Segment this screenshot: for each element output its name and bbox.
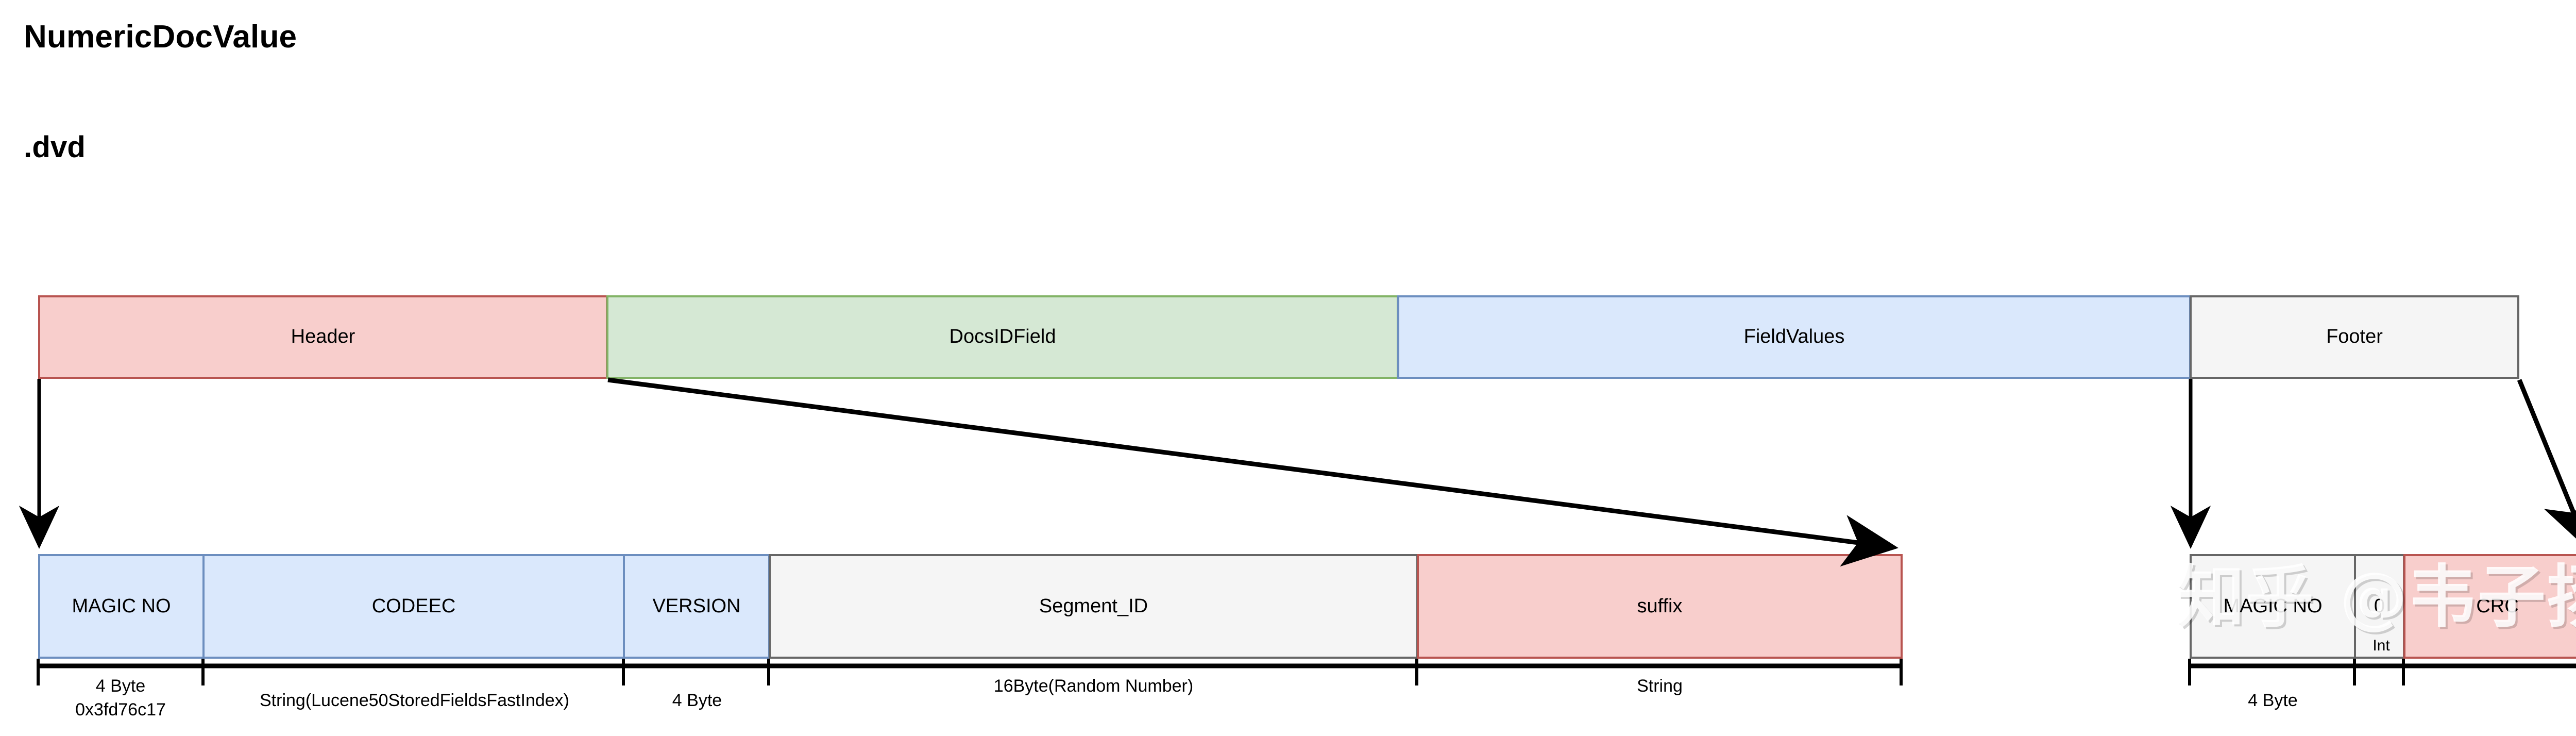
header-cell-suffix[interactable]: suffix [1417,554,1903,659]
caption-magic-no-value: 0x3fd76c17 [75,700,166,720]
page-subtitle: .dvd [24,130,86,164]
watermark-text: 知乎 @韦子扬 [2177,558,2576,637]
segment-header[interactable]: Header [38,295,608,379]
header-cell-magic-no[interactable]: MAGIC NO [38,554,205,659]
page-title: NumericDocValue [24,19,297,55]
footer-dimension-rule [2188,659,2576,685]
segment-fieldvalues[interactable]: FieldValues [1397,295,2191,379]
footer-cell-magic-no[interactable]: MAGIC NO [2190,554,2356,659]
connector-footer-right [2517,379,2576,551]
header-cell-version[interactable]: VERSION [623,554,770,659]
segment-footer[interactable]: Footer [2190,295,2519,379]
caption-footer-zero-type: Int [2372,637,2390,654]
caption-segment-id-size: 16Byte(Random Number) [993,676,1194,696]
caption-suffix-type: String [1637,676,1683,696]
footer-cell-zero[interactable]: 0 [2354,554,2405,659]
connector-header-right [607,377,1899,567]
caption-version-size: 4 Byte [672,691,722,710]
caption-magic-no-size: 4 Byte [95,676,146,696]
footer-cell-crc[interactable]: CRC [2403,554,2576,659]
header-cell-codeec[interactable]: CODEEC [203,554,625,659]
header-cell-segment-id[interactable]: Segment_ID [769,554,1418,659]
segment-docsidfield[interactable]: DocsIDField [606,295,1399,379]
caption-footer-magic-no-size: 4 Byte [2248,691,2298,710]
caption-codeec-type: String(Lucene50StoredFieldsFastIndex) [260,691,569,710]
